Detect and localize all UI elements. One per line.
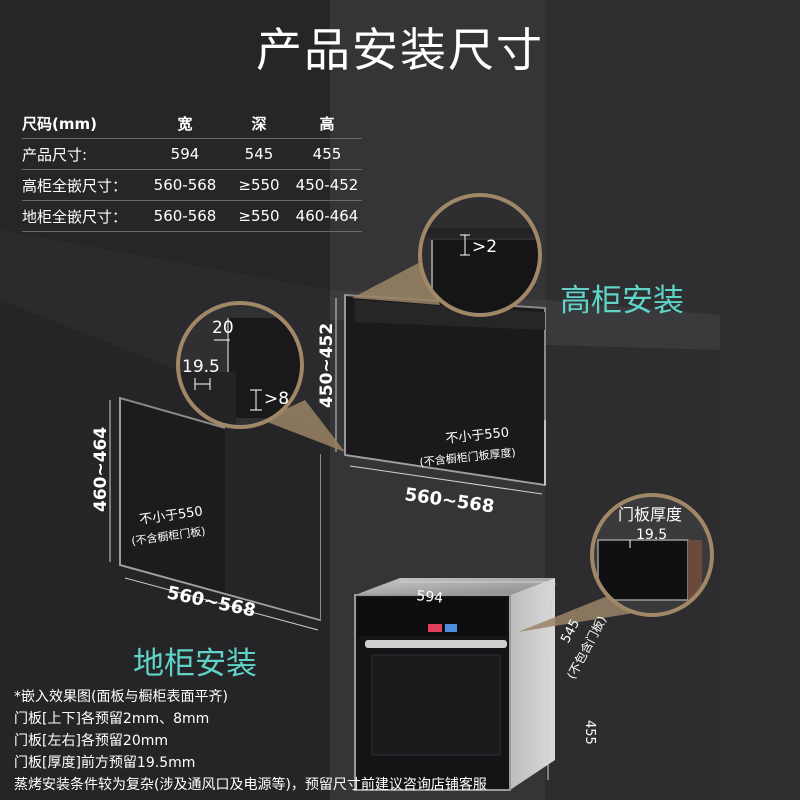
dimension-lines [109,298,556,780]
door-detail-magnifier [590,493,714,617]
table-cell: 560-568 [144,169,226,201]
install-notes: *嵌入效果图(面板与橱柜表面平齐) 门板[上下]各预留2mm、8mm 门板[左右… [14,686,487,796]
table-row: 地柜全嵌尺寸： 560-568 ≥550 460-464 [22,200,362,232]
high-height-label: 450~452 [317,323,337,408]
detail-gap-side: 19.5 [182,357,220,377]
product-width-label: 594 [416,588,444,607]
table-cell: ≥550 [226,169,292,201]
table-cell: ≥550 [226,200,292,232]
high-gap-top: >2 [472,237,497,257]
detail-gap-bottom: >8 [264,389,289,409]
header-cell: 尺码(mm) [22,108,144,139]
door-thickness-label: 门板厚度 [618,505,682,524]
low-detail-magnifier [176,301,304,429]
low-cabinet-label: 地柜安装 [133,646,257,682]
door-thickness-value: 19.5 [636,527,667,543]
note-line: 门板[上下]各预留2mm、8mm [14,711,210,727]
header-cell: 高 [292,108,362,139]
table-cell: 450-452 [292,169,362,201]
row-label: 高柜全嵌尺寸： [22,169,144,201]
table-cell: 560-568 [144,200,226,232]
row-label: 地柜全嵌尺寸： [22,200,144,232]
table-cell: 545 [226,138,292,170]
table-row: 产品尺寸: 594 545 455 [22,138,362,170]
detail-gap-top: 20 [212,318,234,338]
note-line: 门板[左右]各预留20mm [14,733,169,749]
low-cabinet-cavity [119,396,321,622]
product-height-label: 455 [582,720,597,745]
page-title: 产品安装尺寸 [256,23,544,77]
table-header-row: 尺码(mm) 宽 深 高 [22,108,362,139]
high-depth-line1: 不小于550 [445,425,510,447]
low-height-label: 460~464 [91,427,111,512]
table-cell: 594 [144,138,226,170]
header-cell: 深 [226,108,292,139]
table-row: 高柜全嵌尺寸： 560-568 ≥550 450-452 [22,169,362,201]
high-detail-magnifier [418,193,542,317]
callout-connectors [262,260,640,632]
high-cabinet-label: 高柜安装 [560,283,684,319]
note-line: 门板[厚度]前方预留19.5mm [14,755,196,771]
header-cell: 宽 [144,108,226,139]
size-table: 尺码(mm) 宽 深 高 产品尺寸: 594 545 455 高柜全嵌尺寸： 5… [22,108,362,232]
table-cell: 460-464 [292,200,362,232]
row-label: 产品尺寸: [22,138,144,170]
note-line: *嵌入效果图(面板与橱柜表面平齐) [14,689,228,705]
note-line: 蒸烤安装条件较为复杂(涉及通风口及电源等)，预留尺寸前建议咨询店铺客服 [14,777,487,793]
table-cell: 455 [292,138,362,170]
